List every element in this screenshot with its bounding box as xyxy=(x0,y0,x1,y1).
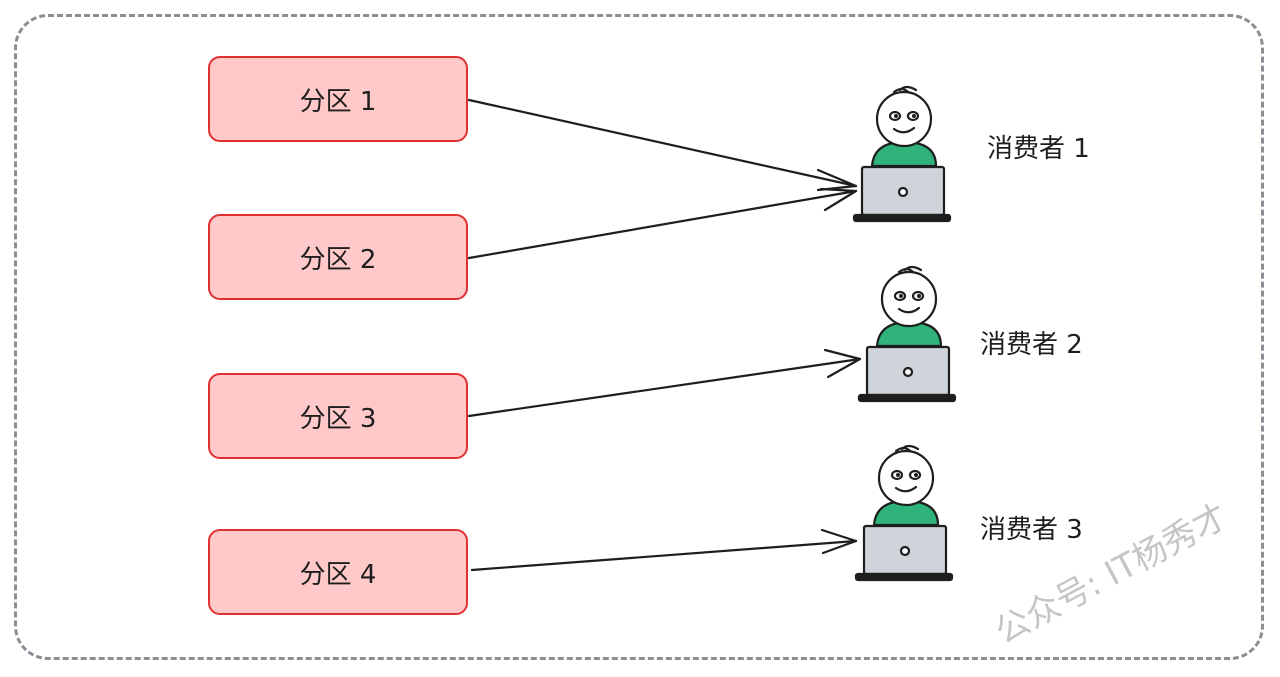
partition-box-1: 分区 1 xyxy=(208,56,468,142)
partition-box-3: 分区 3 xyxy=(208,373,468,459)
partition-label: 分区 2 xyxy=(299,244,377,275)
consumer-person-icon xyxy=(854,444,954,582)
consumer-person-icon xyxy=(857,265,957,403)
consumer-label-1: 消费者 1 xyxy=(987,134,1090,164)
partition-box-4: 分区 4 xyxy=(208,529,468,615)
consumer-person-icon xyxy=(852,85,952,223)
partition-label: 分区 4 xyxy=(299,559,377,590)
partition-label: 分区 3 xyxy=(299,403,377,434)
consumer-label-2: 消费者 2 xyxy=(980,330,1083,360)
partition-box-2: 分区 2 xyxy=(208,214,468,300)
partition-label: 分区 1 xyxy=(299,86,377,117)
dashed-frame xyxy=(14,14,1264,660)
consumer-label-3: 消费者 3 xyxy=(980,515,1083,545)
